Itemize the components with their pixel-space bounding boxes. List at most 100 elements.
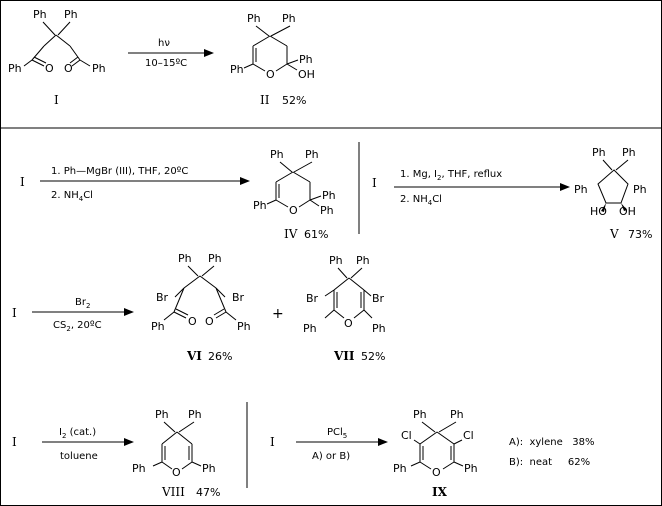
- atom-ph: Ph: [393, 462, 407, 475]
- yield: 73%: [628, 228, 652, 241]
- condition-temp: 10–15ºC: [145, 58, 187, 69]
- compound-number: II: [260, 93, 270, 107]
- atom-ph: Ph: [64, 8, 78, 21]
- condition-solvent: CS2, 20ºC: [53, 320, 102, 333]
- atom-ph: Ph: [188, 408, 202, 421]
- reaction-arrow: [296, 438, 388, 446]
- condition-step-2: 2. NH4Cl: [51, 190, 93, 203]
- atom-ph: Ph: [322, 189, 336, 202]
- atom-ph: Ph: [151, 320, 165, 333]
- atom-ph: Ph: [247, 12, 261, 25]
- atom-o: O: [432, 466, 441, 479]
- atom-ph: Ph: [329, 254, 343, 267]
- atom-o: O: [172, 466, 181, 479]
- atom-o: O: [188, 315, 197, 328]
- reaction-arrow: [40, 177, 250, 185]
- compound-number: IX: [432, 485, 448, 499]
- atom-ph: Ph: [320, 204, 334, 217]
- atom-ph: Ph: [633, 183, 647, 196]
- condition-step-2: 2. NH4Cl: [400, 194, 442, 207]
- compound-VII: Ph Ph Br Br O Ph Ph: [303, 254, 386, 335]
- compound-number: VIII: [161, 485, 185, 499]
- condition-note-a: A): xylene 38%: [509, 437, 595, 448]
- start-compound: I: [20, 175, 25, 189]
- yield: 47%: [196, 486, 220, 499]
- atom-ph: Ph: [303, 322, 317, 335]
- compound-number: VII: [333, 349, 355, 363]
- atom-o: O: [266, 68, 275, 81]
- condition-solvent: toluene: [60, 451, 98, 462]
- yield: 52%: [361, 350, 385, 363]
- compound-number: IV: [284, 227, 298, 241]
- condition-catalyst: I2 (cat.): [59, 427, 96, 440]
- atom-o: O: [64, 62, 73, 75]
- atom-ph: Ph: [372, 322, 386, 335]
- compound-number: I: [54, 93, 59, 107]
- compound-V: Ph Ph Ph Ph HO OH: [574, 146, 647, 218]
- condition-step-1: 1. Ph—MgBr (III), THF, 20ºC: [51, 166, 188, 177]
- reaction-arrow: [394, 183, 570, 191]
- compound-VI: Ph Ph Br Br O O Ph Ph: [151, 252, 251, 333]
- atom-ph: Ph: [356, 254, 370, 267]
- atom-oh: OH: [298, 68, 315, 81]
- atom-ph: Ph: [622, 146, 636, 159]
- atom-ph: Ph: [450, 408, 464, 421]
- start-compound: I: [372, 176, 377, 190]
- condition-hv: hν: [158, 38, 170, 49]
- atom-ph: Ph: [132, 462, 146, 475]
- atom-ph: Ph: [270, 148, 284, 161]
- atom-ph: Ph: [92, 62, 106, 75]
- compound-number: VI: [186, 349, 202, 363]
- atom-br: Br: [156, 291, 169, 304]
- atom-br: Br: [306, 292, 319, 305]
- atom-ph: Ph: [305, 148, 319, 161]
- atom-ph: Ph: [464, 462, 478, 475]
- atom-o: O: [289, 204, 298, 217]
- atom-o: O: [45, 62, 54, 75]
- atom-ph: Ph: [299, 53, 313, 66]
- compound-number: V: [609, 227, 619, 241]
- atom-ph: Ph: [237, 320, 251, 333]
- condition-note-b: B): neat 62%: [509, 457, 590, 468]
- atom-cl: Cl: [401, 429, 412, 442]
- atom-ph: Ph: [282, 12, 296, 25]
- atom-o: O: [205, 315, 214, 328]
- atom-ph: Ph: [155, 408, 169, 421]
- yield: 26%: [208, 350, 232, 363]
- atom-ho: HO: [590, 205, 607, 218]
- atom-o: O: [344, 317, 353, 330]
- compound-IV: Ph Ph O Ph Ph Ph: [253, 148, 336, 217]
- atom-oh: OH: [619, 205, 636, 218]
- atom-ph: Ph: [574, 183, 588, 196]
- atom-ph: Ph: [33, 8, 47, 21]
- atom-ph: Ph: [230, 63, 244, 76]
- reaction-arrow: [42, 438, 134, 446]
- atom-ph: Ph: [208, 252, 222, 265]
- start-compound: I: [12, 435, 17, 449]
- start-compound: I: [12, 306, 17, 320]
- atom-ph: Ph: [8, 62, 22, 75]
- reaction-arrow: [32, 308, 134, 316]
- compound-VIII: Ph Ph O Ph Ph: [132, 408, 216, 479]
- atom-ph: Ph: [202, 462, 216, 475]
- compound-IX: Ph Ph Cl Cl O Ph Ph: [393, 408, 478, 479]
- atom-br: Br: [372, 292, 385, 305]
- start-compound: I: [270, 435, 275, 449]
- atom-ph: Ph: [592, 146, 606, 159]
- atom-cl: Cl: [463, 429, 474, 442]
- condition-options: A) or B): [312, 451, 350, 462]
- reaction-arrow: [128, 49, 214, 57]
- atom-ph: Ph: [178, 252, 192, 265]
- yield: 52%: [282, 94, 306, 107]
- compound-I: Ph Ph Ph O O Ph: [8, 8, 106, 75]
- condition-reagent: PCl5: [327, 427, 347, 440]
- atom-br: Br: [232, 291, 245, 304]
- atom-ph: Ph: [253, 199, 267, 212]
- plus-sign: +: [272, 306, 284, 322]
- condition-reagent: Br2: [75, 297, 90, 310]
- compound-II: Ph Ph O Ph Ph OH: [230, 12, 315, 81]
- yield: 61%: [304, 228, 328, 241]
